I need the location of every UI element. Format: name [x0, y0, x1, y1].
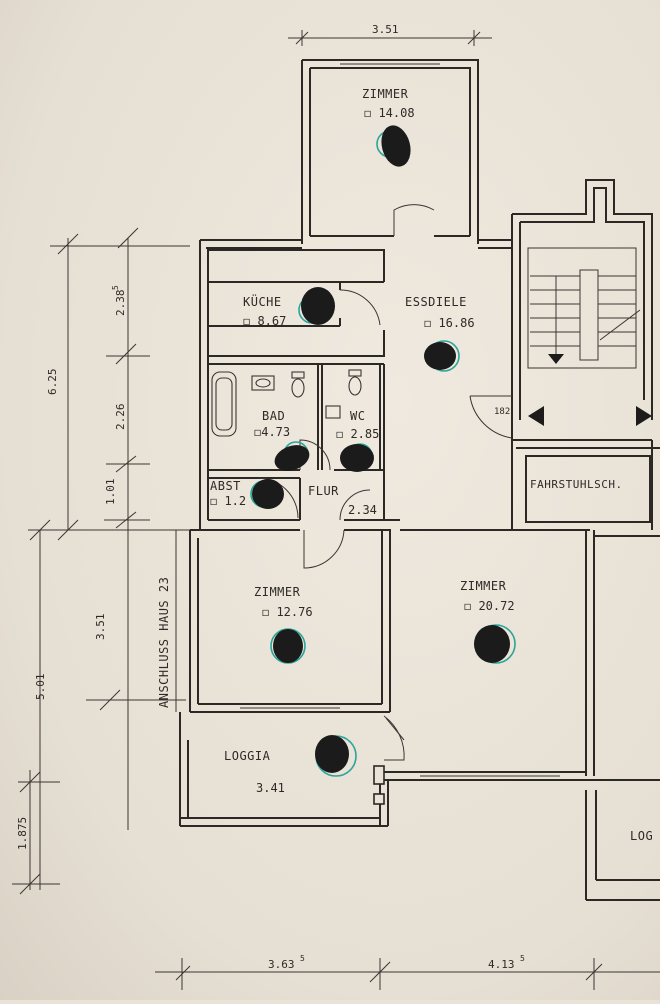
toilet-icon-wc	[348, 376, 362, 396]
marker-dot	[315, 735, 357, 777]
dimension-top-label: 3.51	[372, 23, 399, 36]
dimension-segment-1-sup: 5	[111, 285, 120, 290]
dimension-left-overall: 6.25 5.01	[28, 233, 200, 890]
room-bad-area: ◻4.73	[254, 425, 290, 439]
room-wc-name: WC	[350, 409, 365, 423]
dimension-segment-4-label: 3.51	[94, 614, 107, 641]
dimension-bottom-2-sup: 5	[520, 954, 525, 963]
walls-bad-wc	[208, 363, 400, 521]
marker-dot	[298, 287, 335, 325]
room-flur-name: FLUR	[308, 484, 339, 498]
triangle-right-icon	[636, 406, 652, 426]
room-zimmer-top-area: ◻ 14.08	[364, 106, 415, 120]
room-kueche: KÜCHE ◻ 8.67	[243, 293, 286, 328]
room-loggia: LOGGIA 3.41	[224, 749, 285, 795]
marker-dot	[376, 125, 411, 167]
fixtures	[211, 369, 362, 437]
dimension-left-bottom: 1.875	[12, 770, 60, 895]
room-bad-name: BAD	[262, 409, 285, 423]
walls-zimmer-top	[301, 59, 479, 244]
room-kueche-area: ◻ 8.67	[243, 314, 286, 328]
dimension-bottom-1-sup: 5	[300, 954, 305, 963]
dimension-bottom-1-label: 3.63	[268, 958, 295, 971]
room-zimmer-top-name: ZIMMER	[362, 87, 409, 101]
room-bad: BAD ◻4.73	[254, 409, 290, 439]
stairwell: 182	[469, 179, 653, 439]
walls-zimmer-right	[380, 529, 660, 781]
room-abst-area: ◻ 1.2	[210, 494, 246, 508]
room-zimmer-mid-area: ◻ 12.76	[262, 605, 313, 619]
walls-neighbor	[585, 790, 660, 901]
dimension-left-bottom-label: 1.875	[16, 817, 29, 850]
bathtub-icon	[211, 371, 237, 437]
stair-label: 182	[494, 407, 510, 417]
room-kueche-name: KÜCHE	[243, 293, 282, 309]
wc-sink-icon	[325, 405, 341, 419]
side-annotation: ANSCHLUSS HAUS 23	[157, 530, 177, 712]
marker-dot	[474, 624, 516, 664]
room-loggia-area: 3.41	[256, 781, 285, 795]
marker-dot	[274, 441, 310, 471]
dimension-bottom-2-label: 4.13	[488, 958, 515, 971]
stair-down-arrow-icon	[548, 354, 564, 364]
room-wc: WC ◻ 2.85	[336, 409, 379, 441]
marker-dot	[340, 443, 374, 472]
fahrstuhl-shaft	[511, 439, 660, 530]
triangle-left-icon	[528, 406, 544, 426]
marker-dot	[424, 340, 460, 372]
walls-kueche	[208, 249, 385, 357]
room-loggia-name: LOGGIA	[224, 749, 271, 763]
room-zimmer-mid: ZIMMER ◻ 12.76	[254, 585, 313, 619]
side-annotation-label: ANSCHLUSS HAUS 23	[157, 577, 171, 708]
room-fahrstuhl: FAHRSTUHLSCH.	[530, 478, 623, 491]
dimension-left-upper-label: 6.25	[46, 369, 59, 396]
dimension-segment-3-label: 1.01	[104, 479, 117, 506]
room-zimmer-right-area: ◻ 20.72	[464, 599, 515, 613]
marker-dot	[270, 628, 306, 664]
room-essdiele-area: ◻ 16.86	[424, 316, 475, 330]
room-flur-area: 2.34	[348, 503, 377, 517]
room-flur: FLUR 2.34	[308, 484, 377, 517]
room-zimmer-top: ZIMMER ◻ 14.08	[362, 87, 415, 120]
toilet-icon-bad	[291, 378, 305, 398]
room-loggia-neighbor-name: LOG	[630, 829, 653, 843]
walls-outer	[199, 214, 521, 530]
room-essdiele: ESSDIELE ◻ 16.86	[405, 295, 475, 330]
room-abst-name: ABST	[210, 479, 241, 493]
marker-dot	[250, 479, 284, 509]
dimension-left-segments: 2.38 5 2.26 1.01 3.51	[86, 227, 186, 830]
room-zimmer-right: ZIMMER ◻ 20.72	[460, 579, 515, 613]
walls-loggia	[179, 712, 405, 827]
room-abst: ABST ◻ 1.2	[210, 479, 246, 508]
markers	[250, 125, 516, 777]
dimension-segment-1-label: 2.38	[114, 290, 127, 317]
room-loggia-neighbor: LOG	[630, 829, 653, 843]
walls-zimmer-mid	[189, 529, 391, 713]
room-essdiele-name: ESSDIELE	[405, 295, 467, 309]
sink-icon	[251, 375, 275, 391]
dimension-left-lower-label: 5.01	[34, 674, 47, 701]
dimension-top: 3.51	[288, 23, 492, 46]
room-zimmer-mid-name: ZIMMER	[254, 585, 301, 599]
room-wc-area: ◻ 2.85	[336, 427, 379, 441]
dimension-bottom: 3.63 5 4.13 5	[155, 954, 660, 990]
room-zimmer-right-name: ZIMMER	[460, 579, 507, 593]
dimension-segment-2-label: 2.26	[114, 404, 127, 431]
room-fahrstuhl-name: FAHRSTUHLSCH.	[530, 478, 623, 491]
